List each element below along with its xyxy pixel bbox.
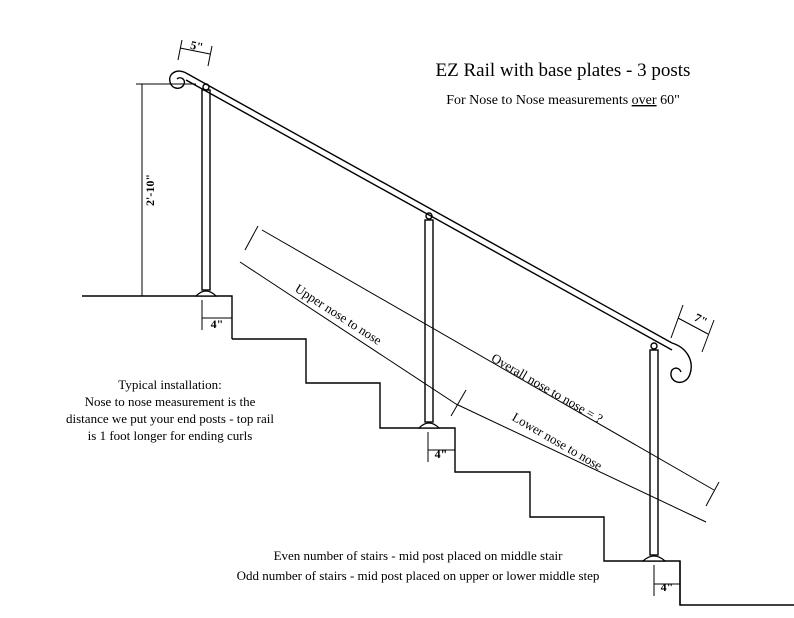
curl-top <box>169 70 187 89</box>
base-plate-top <box>194 290 218 297</box>
post-cap-bottom <box>650 342 658 350</box>
dim-curl-bottom: 7" <box>692 310 710 328</box>
base-plates <box>194 290 667 562</box>
drawing-title: EZ Rail with base plates - 3 posts <box>436 60 691 81</box>
post-middle <box>424 219 434 423</box>
dimension-lines <box>136 39 720 596</box>
rail-upper-edge <box>185 72 673 344</box>
dim-offset-top: 4" <box>211 317 224 331</box>
rail-lower-edge <box>185 79 673 351</box>
drawing-subtitle: For Nose to Nose measurements over 60" <box>446 93 680 108</box>
dim-curl-top: 5" <box>189 38 204 54</box>
subtitle-emphasis: over <box>632 93 657 108</box>
measurement-labels: Upper nose to nose Overall nose to nose … <box>292 281 605 473</box>
label-overall-nose: Overall nose to nose = ? <box>489 350 606 426</box>
svg-text:Even number of stairs - mid po: Even number of stairs - mid post placed … <box>274 548 563 563</box>
svg-text:Nose to nose measurement is th: Nose to nose measurement is the <box>85 394 256 409</box>
dim-offset-middle: 4" <box>435 447 448 461</box>
curl-bottom <box>670 342 692 384</box>
post-bottom <box>649 349 659 556</box>
svg-text:distance we put your end posts: distance we put your end posts - top rai… <box>66 411 274 426</box>
dimension-labels: 5" 7" 2'-10" 4" 4" 4" <box>143 38 710 594</box>
svg-text:Typical installation:: Typical installation: <box>118 377 221 392</box>
svg-text:is 1 foot longer for ending cu: is 1 foot longer for ending curls <box>88 428 253 443</box>
stair-steps <box>232 338 794 606</box>
label-upper-nose: Upper nose to nose <box>292 281 384 348</box>
post-top <box>201 89 211 291</box>
svg-text:Odd number of stairs - mid pos: Odd number of stairs - mid post placed o… <box>237 568 600 583</box>
top-rail <box>169 70 692 384</box>
dim-height: 2'-10" <box>143 174 157 206</box>
base-plate-middle <box>417 422 441 429</box>
typical-installation-note: Typical installation: Nose to nose measu… <box>66 377 274 443</box>
dim-offset-bottom: 4" <box>661 580 674 594</box>
base-plate-bottom <box>641 555 667 562</box>
stairs-note: Even number of stairs - mid post placed … <box>237 548 600 583</box>
posts <box>201 83 659 556</box>
